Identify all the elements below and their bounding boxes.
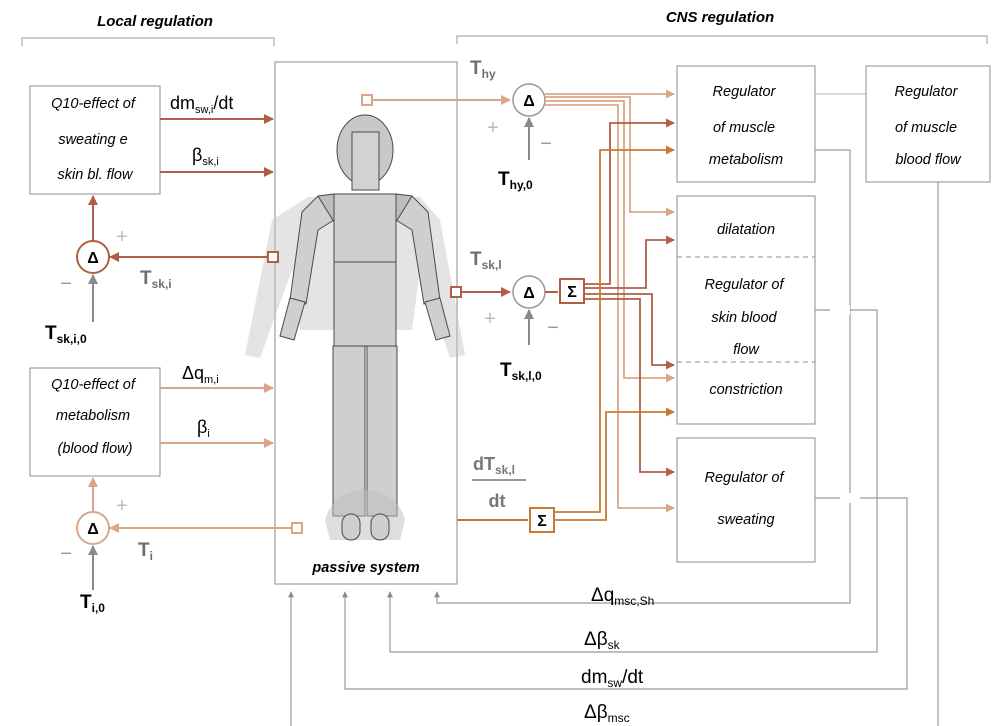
t-i-label: Ti	[138, 540, 153, 563]
skin-cns-sensor-port	[450, 286, 462, 298]
dm-sw-label: dmsw/dt	[581, 667, 644, 690]
skin-local-minus: −	[60, 273, 72, 295]
cns-feedback-lines	[288, 149, 939, 726]
dtskl-numerator-label: dTsk,l	[473, 454, 515, 477]
beta-ski-label: βsk,i	[192, 145, 219, 168]
hypothalamus-delta-symbol: Δ	[523, 93, 535, 110]
hypothalamus-plus: +	[487, 117, 499, 139]
t-skl0-label: Tsk,l,0	[500, 360, 542, 383]
dbeta-sk-label: Δβsk	[584, 629, 621, 652]
constriction-label: constriction	[709, 382, 782, 398]
human-body-figure	[245, 114, 465, 541]
dq-mi-label: Δqm,i	[182, 363, 219, 386]
regulator-muscle-metabolism-label: Regulator of muscle metabolism	[709, 84, 783, 168]
passive-system-label: passive system	[311, 560, 419, 576]
dilatation-label: dilatation	[717, 222, 775, 238]
core-local-minus: −	[60, 543, 72, 565]
q10-sweating-box	[29, 85, 161, 195]
dm-swi-label: dmsw,i/dt	[170, 93, 233, 116]
regulator-sweating-label: Regulator of sweating	[704, 470, 787, 528]
q10-sweating-label: Q10-effect of sweating e skin bl. flow	[51, 96, 139, 183]
rate-sum-routing	[554, 145, 675, 521]
q10-metabolism-box	[29, 367, 161, 477]
cns-regulation-header: CNS regulation	[666, 9, 774, 26]
skin-sum-symbol: Σ	[567, 284, 577, 301]
skin-feedback-gap	[830, 305, 850, 315]
beta-i-label: βi	[197, 417, 210, 440]
t-ski0-label: Tsk,i,0	[45, 323, 87, 346]
skin-local-delta-symbol: Δ	[87, 250, 99, 267]
skin-cns-delta-symbol: Δ	[523, 285, 535, 302]
skin-sum-block	[559, 278, 585, 304]
dq-msc-sh-label: Δqmsc,Sh	[591, 585, 654, 608]
core-sensor-port	[291, 522, 303, 534]
sweat-feedback-gap	[840, 493, 860, 503]
regulator-muscle-metabolism-box	[676, 65, 816, 183]
regulator-sweating-box	[676, 437, 816, 563]
t-hy-label: Thy	[470, 58, 496, 81]
hypothalamus-sensor-port	[361, 94, 373, 106]
local-regulation-header: Local regulation	[97, 13, 213, 30]
dtskl-denominator-label: dt	[489, 491, 506, 511]
hypothalamus-comparator	[512, 83, 546, 117]
local-bracket	[21, 37, 275, 46]
cns-bracket	[456, 35, 988, 44]
hypothalamus-minus: −	[540, 133, 552, 155]
q10-metabolism-label: Q10-effect of metabolism (blood flow)	[51, 377, 139, 457]
dbeta-msc-label: Δβmsc	[584, 702, 630, 725]
t-i0-label: Ti,0	[80, 592, 105, 615]
skin-sum-routing	[584, 118, 675, 477]
t-hy0-label: Thy,0	[498, 169, 533, 192]
core-local-plus: +	[116, 495, 128, 517]
rate-sum-symbol: Σ	[537, 513, 547, 530]
regulator-skin-blood-flow-label: Regulator of skin blood flow	[704, 277, 787, 358]
skin-sensor-port	[267, 251, 279, 263]
skin-regulator-box	[676, 195, 816, 425]
t-ski-label: Tsk,i	[140, 268, 172, 291]
skin-local-plus: +	[116, 226, 128, 248]
regulator-muscle-blood-flow-label: Regulator of muscle blood flow	[895, 84, 963, 168]
core-local-delta-symbol: Δ	[87, 521, 99, 538]
hypothalamus-routing	[545, 89, 675, 513]
skin-cns-minus: −	[547, 317, 559, 339]
t-skl-label: Tsk,l	[470, 249, 502, 272]
regulator-muscle-blood-flow-box	[865, 65, 991, 183]
skin-cns-plus: +	[484, 308, 496, 330]
